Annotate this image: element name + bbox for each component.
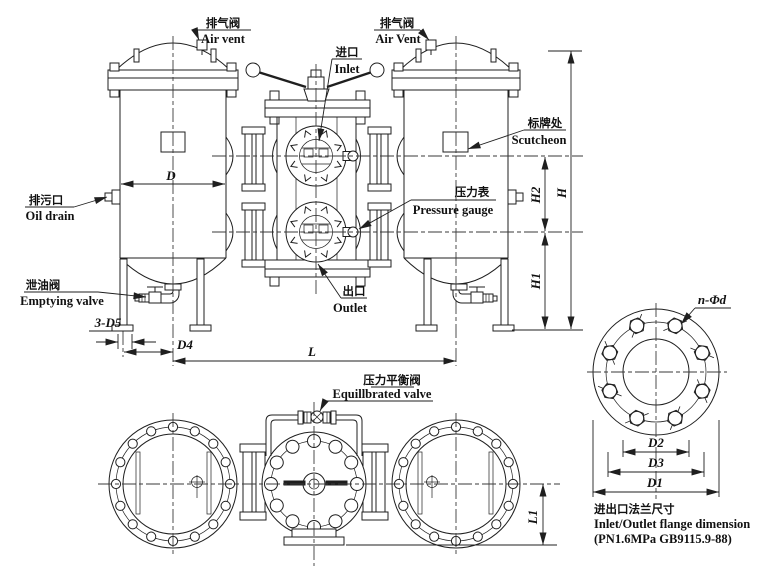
dome-stud [210, 48, 217, 63]
left-tank-legs [111, 258, 212, 332]
dim-leg-holes: 3-D5 [94, 315, 122, 330]
front-centerlines [122, 36, 583, 366]
oil-drain-port [104, 189, 121, 205]
dim-flange-holes: n-Φd [698, 292, 727, 307]
dome-stud [490, 48, 497, 63]
pressure-gauge-en: Pressure gauge [413, 203, 494, 217]
oil-drain-label: 排污口 Oil drain [25, 193, 108, 223]
flange-note: 进出口法兰尺寸 Inlet/Outlet flange dimension (P… [594, 502, 750, 546]
equilibrated-valve-en: Equillbrated valve [333, 387, 432, 401]
plan-centerlines [98, 402, 560, 566]
equilibrated-valve-zh: 压力平衡阀 [363, 373, 421, 387]
dim-d: D [165, 168, 176, 183]
flange-note-zh: 进出口法兰尺寸 [594, 502, 675, 516]
equilibrated-valve-pipe [265, 410, 363, 456]
handle-ball-left [245, 62, 261, 78]
flange-note-en: Inlet/Outlet flange dimension [594, 517, 750, 531]
plan-view [98, 402, 560, 566]
plan-handle-bar [325, 480, 348, 486]
flanged-connections [225, 126, 405, 268]
dome-stud [133, 48, 140, 63]
air-vent-right-label: 排气阀 Air Vent [374, 16, 430, 46]
air-vent-left-zh: 排气阀 [206, 16, 241, 30]
inlet-label: 进口 Inlet [317, 45, 362, 142]
right-drain-port [507, 189, 524, 205]
dome-stud [415, 48, 422, 63]
emptying-valve-label: 泄油阀 Emptying valve [20, 278, 147, 308]
labels: 排气阀 Air vent 排气阀 Air Vent 进口 Inlet 标牌处 S… [20, 16, 750, 546]
air-vent-right-en: Air Vent [375, 32, 421, 46]
oil-drain-zh: 排污口 [29, 193, 64, 207]
dim-d4: D4 [176, 337, 193, 352]
air-vent-valve-left [196, 39, 208, 55]
pressure-gauge-zh: 压力表 [455, 185, 490, 199]
air-vent-valve-right [425, 39, 437, 55]
outlet-en: Outlet [333, 301, 368, 315]
flange-detail-view [587, 303, 727, 499]
changeover-handle [245, 62, 385, 102]
scutcheon-plate [442, 131, 469, 153]
dim-d1: D1 [646, 475, 663, 490]
dim-h1: H1 [528, 273, 543, 291]
air-vent-right-zh: 排气阀 [380, 16, 415, 30]
dim-h: H [554, 187, 569, 199]
dim-h2: H2 [528, 186, 543, 204]
air-vent-left-label: 排气阀 Air vent [191, 16, 251, 46]
dimensions: D H2 H1 H L D4 3-D5 L1 n-Φd D2 [89, 50, 731, 546]
inlet-zh: 进口 [336, 45, 359, 59]
dim-l1: L1 [525, 510, 540, 525]
dim-d3: D3 [647, 455, 664, 470]
pressure-gauge-label: 压力表 Pressure gauge [358, 185, 496, 230]
left-filter-tank [104, 39, 239, 332]
oil-drain-en: Oil drain [26, 209, 75, 223]
dim-d2: D2 [647, 435, 664, 450]
right-tank-legs [415, 258, 515, 332]
front-view [104, 36, 583, 366]
inlet-en: Inlet [335, 62, 361, 76]
air-vent-left-en: Air vent [201, 32, 246, 46]
equilibrated-valve-label: 压力平衡阀 Equillbrated valve [319, 373, 433, 412]
plan-handle-bar [283, 480, 306, 486]
scutcheon-label: 标牌处 Scutcheon [467, 116, 567, 150]
emptying-valve-left [134, 283, 182, 304]
scutcheon-zh: 标牌处 [527, 116, 563, 130]
dim-l: L [307, 344, 316, 359]
scutcheon-en: Scutcheon [512, 133, 567, 147]
emptying-valve-right [450, 283, 498, 304]
plan-connections [239, 443, 389, 521]
handle-ball-right [369, 62, 385, 78]
emptying-valve-zh: 泄油阀 [26, 278, 61, 292]
outlet-zh: 出口 [343, 284, 366, 298]
outlet-label: 出口 Outlet [317, 263, 368, 315]
flange-note-spec: (PN1.6MPa GB9115.9-88) [594, 532, 732, 546]
emptying-valve-en: Emptying valve [20, 294, 104, 308]
